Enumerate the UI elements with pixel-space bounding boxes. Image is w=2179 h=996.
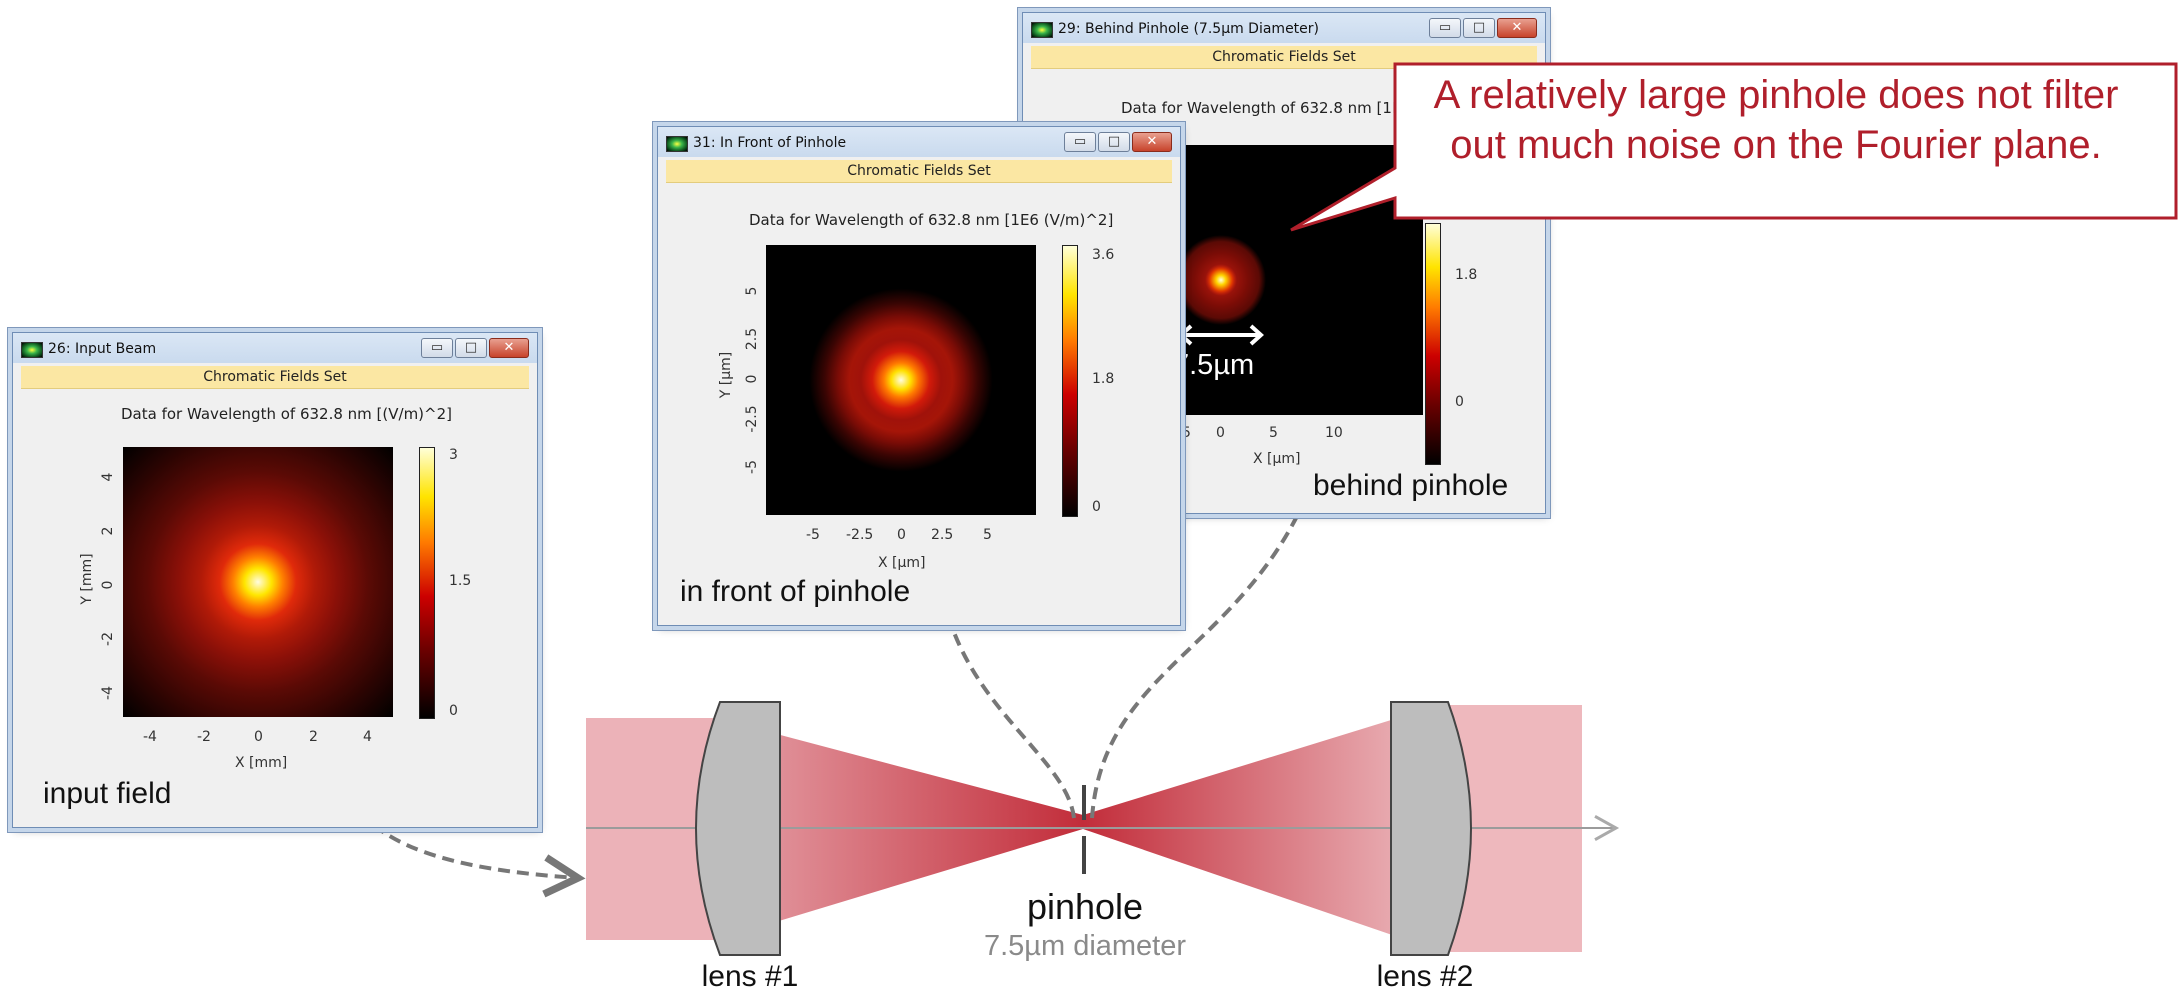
diameter-arrow-right-head xyxy=(1249,324,1264,346)
x-axis-label: X [µm] xyxy=(878,555,926,571)
maximize-icon: □ xyxy=(464,340,478,355)
colorbar xyxy=(1062,245,1078,517)
front-pinhole-caption: in front of pinhole xyxy=(680,575,911,608)
y-tick: 4 xyxy=(100,472,116,482)
y-tick: 0 xyxy=(744,374,760,384)
data-title: Data for Wavelength of 632.8 nm [1E6 xyxy=(1121,99,1411,117)
colorbar-tick: 0 xyxy=(1455,394,1464,410)
input-beam-window[interactable]: 26: Input Beam ▭ □ ✕ Chromatic Fields Se… xyxy=(12,332,538,828)
minimize-button[interactable]: ▭ xyxy=(1429,18,1461,38)
lens-1-label: lens #1 xyxy=(701,960,799,993)
x-tick: 2 xyxy=(309,729,318,745)
field-app-icon xyxy=(21,342,43,358)
field-plot[interactable] xyxy=(766,245,1036,515)
minimize-icon: ▭ xyxy=(1438,20,1452,35)
callout-bubble xyxy=(1290,62,2178,232)
y-axis-label: Y [µm] xyxy=(718,351,734,399)
window-title: 31: In Front of Pinhole xyxy=(693,135,847,151)
colorbar-tick: 1.5 xyxy=(449,573,472,589)
window-body: Data for Wavelength of 632.8 nm [1E6 (V/… xyxy=(666,183,1172,617)
x-tick: 5 xyxy=(983,527,992,543)
x-axis-label: X [mm] xyxy=(235,755,288,771)
x-tick: -4 xyxy=(143,729,157,745)
data-title: Data for Wavelength of 632.8 nm [(V/m)^2… xyxy=(121,405,452,423)
field-plot[interactable] xyxy=(123,447,393,717)
title-bar[interactable]: 29: Behind Pinhole (7.5µm Diameter) ▭ □ … xyxy=(1023,13,1545,43)
y-tick: -5 xyxy=(744,460,760,474)
field-app-icon xyxy=(666,136,688,152)
y-axis-label: Y [mm] xyxy=(79,553,95,605)
colorbar-tick: 3.6 xyxy=(1092,247,1115,263)
close-button[interactable]: ✕ xyxy=(489,338,529,358)
maximize-icon: □ xyxy=(1107,134,1121,149)
y-tick: 2 xyxy=(100,526,116,536)
colorbar-tick: 0 xyxy=(1092,499,1101,515)
behind-pinhole-caption: behind pinhole xyxy=(1313,469,1509,502)
minimize-button[interactable]: ▭ xyxy=(421,338,453,358)
y-tick: 5 xyxy=(744,286,760,296)
colorbar-tick: 1.8 xyxy=(1092,371,1115,387)
x-tick: -2 xyxy=(197,729,211,745)
behind-field-core xyxy=(1205,264,1237,296)
callout-line-2: out much noise on the Fourier plane. xyxy=(1450,123,2102,167)
x-tick: 10 xyxy=(1325,425,1343,441)
field-app-icon xyxy=(1031,22,1053,38)
x-tick: 5 xyxy=(1269,425,1278,441)
x-tick: -5 xyxy=(806,527,820,543)
minimize-icon: ▭ xyxy=(430,340,444,355)
maximize-button[interactable]: □ xyxy=(1098,132,1130,152)
colorbar-tick: 3 xyxy=(449,447,458,463)
x-tick: 0 xyxy=(1216,425,1225,441)
x-axis-label: X [µm] xyxy=(1253,451,1301,467)
title-bar[interactable]: 26: Input Beam ▭ □ ✕ xyxy=(13,333,537,363)
callout-line-1: A relatively large pinhole does not filt… xyxy=(1433,73,2119,117)
lens-1 xyxy=(695,701,781,956)
x-tick: 4 xyxy=(363,729,372,745)
minimize-button[interactable]: ▭ xyxy=(1064,132,1096,152)
pinhole-diameter-label: 7.5µm diameter xyxy=(983,930,1187,962)
x-tick: -2.5 xyxy=(846,527,874,543)
maximize-icon: □ xyxy=(1472,20,1486,35)
lens-2-label: lens #2 xyxy=(1376,960,1474,993)
y-tick: -2 xyxy=(100,632,116,646)
pinhole-size-label: 7.5µm xyxy=(1173,349,1255,381)
chromatic-fields-band: Chromatic Fields Set xyxy=(666,160,1172,183)
arrow-behind-from-pinhole xyxy=(1090,376,1340,819)
data-title: Data for Wavelength of 632.8 nm [1E6 (V/… xyxy=(749,211,1114,229)
x-tick: 2.5 xyxy=(931,527,954,543)
maximize-button[interactable]: □ xyxy=(455,338,487,358)
pinhole-label: pinhole xyxy=(1026,886,1144,927)
close-button[interactable]: ✕ xyxy=(1132,132,1172,152)
y-tick: -4 xyxy=(100,686,116,700)
close-icon: ✕ xyxy=(1146,134,1158,149)
title-bar[interactable]: 31: In Front of Pinhole ▭ □ ✕ xyxy=(658,127,1180,157)
y-tick: 0 xyxy=(100,580,116,590)
colorbar xyxy=(1425,223,1441,465)
lens-2 xyxy=(1390,701,1472,956)
maximize-button[interactable]: □ xyxy=(1463,18,1495,38)
minimize-icon: ▭ xyxy=(1073,134,1087,149)
colorbar-tick: 0 xyxy=(449,703,458,719)
close-icon: ✕ xyxy=(503,340,515,355)
y-tick: -2.5 xyxy=(744,405,760,433)
front-pinhole-window[interactable]: 31: In Front of Pinhole ▭ □ ✕ Chromatic … xyxy=(657,126,1181,626)
diameter-arrow-left-head xyxy=(1178,324,1193,346)
close-button[interactable]: ✕ xyxy=(1497,18,1537,38)
chromatic-fields-band: Chromatic Fields Set xyxy=(21,366,529,389)
colorbar-tick: 1.8 xyxy=(1455,267,1478,283)
x-tick: 0 xyxy=(254,729,263,745)
y-tick: 2.5 xyxy=(744,327,760,351)
close-icon: ✕ xyxy=(1511,20,1523,35)
window-title: 26: Input Beam xyxy=(48,341,157,357)
colorbar xyxy=(419,447,435,719)
input-field-caption: input field xyxy=(43,777,172,810)
window-body: Data for Wavelength of 632.8 nm [(V/m)^2… xyxy=(21,389,529,819)
x-tick: 0 xyxy=(897,527,906,543)
window-title: 29: Behind Pinhole (7.5µm Diameter) xyxy=(1058,21,1320,37)
callout-text: A relatively large pinhole does not filt… xyxy=(1396,70,2156,170)
